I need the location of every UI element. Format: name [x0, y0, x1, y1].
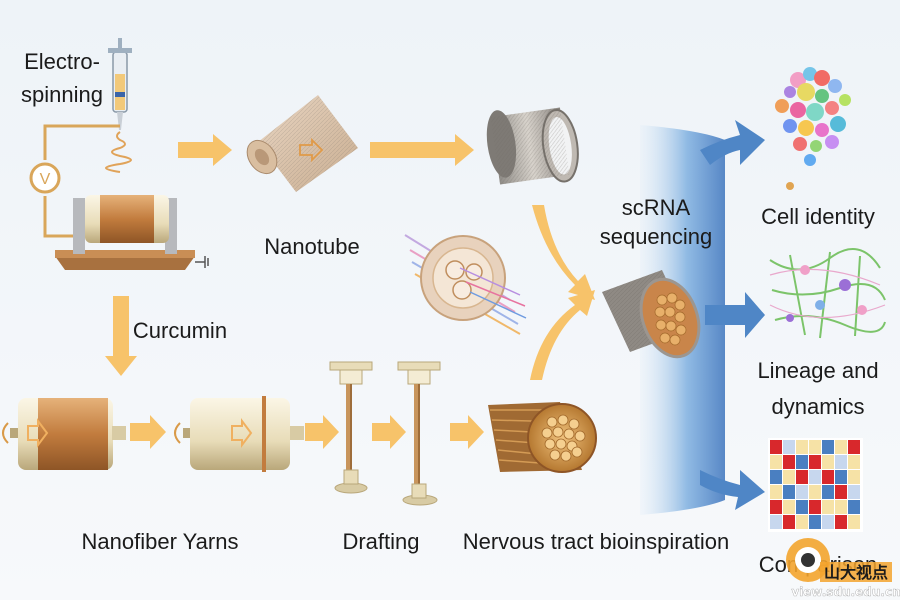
process-arrows [105, 134, 595, 449]
heatmap-cell [783, 455, 795, 469]
yarn-roller-2 [174, 396, 304, 472]
heatmap-cell [809, 485, 821, 499]
heatmap-cell [848, 455, 860, 469]
heatmap-cell [822, 455, 834, 469]
fiber-bundle [488, 402, 597, 473]
arrow-curve-bottom [530, 290, 595, 380]
heatmap-cell [822, 515, 834, 529]
heatmap-cell [822, 500, 834, 514]
label-nanotube: Nanotube [264, 234, 359, 259]
heatmap-cell [835, 500, 847, 514]
heatmap-cell [835, 485, 847, 499]
arrow-roller-1 [130, 415, 166, 449]
comparison-heatmap [768, 438, 863, 532]
heatmap-cell [796, 470, 808, 484]
heatmap-cell [796, 455, 808, 469]
label-electro: Electro- [24, 49, 100, 74]
heatmap-cell [822, 470, 834, 484]
heatmap-cell [809, 455, 821, 469]
heatmap-cell [783, 485, 795, 499]
watermark-cn: 山大视点 [824, 563, 888, 582]
hollow-nanotube [486, 107, 579, 185]
nerve-cross-section [404, 234, 527, 335]
yarn-roller-1 [2, 398, 126, 470]
heatmap-cell [809, 500, 821, 514]
heatmap-cell [783, 440, 795, 454]
heatmap-cell [770, 470, 782, 484]
label-cell-identity: Cell identity [761, 204, 875, 229]
arrow-down-curcumin [105, 296, 137, 376]
umap-plot [775, 67, 851, 190]
watermark-url: view.sdu.edu.cn [791, 585, 900, 599]
heatmap-cell [796, 515, 808, 529]
arrow-draft-1 [372, 415, 406, 449]
heatmap-cell [848, 485, 860, 499]
heatmap-cell [822, 485, 834, 499]
heatmap-cell [835, 440, 847, 454]
label-scrna: scRNA [622, 195, 691, 220]
label-spinning: spinning [21, 82, 103, 107]
svg-text:V: V [40, 171, 51, 188]
heatmap-cell [796, 485, 808, 499]
heatmap-cell [809, 440, 821, 454]
nanofiber-sheet [246, 95, 358, 192]
heatmap-cell [848, 515, 860, 529]
label-lineage: Lineage and [757, 358, 878, 383]
heatmap-cell [796, 440, 808, 454]
heatmap-cell [770, 485, 782, 499]
heatmap-cell [770, 500, 782, 514]
heatmap-cell [770, 515, 782, 529]
label-drafting: Drafting [342, 529, 419, 554]
arrow-to-nanotube-sheet [178, 134, 232, 166]
heatmap-cell [848, 500, 860, 514]
heatmap-cell [770, 455, 782, 469]
nerve-conduit [602, 270, 701, 359]
drafting-stand-2 [397, 361, 441, 506]
watermark-logo: 山大视点 view.sdu.edu.cn [786, 538, 900, 599]
label-nanofiber-yarns: Nanofiber Yarns [82, 529, 239, 554]
heatmap-cell [783, 470, 795, 484]
drafting-stand-1 [329, 361, 373, 494]
heatmap-cell [848, 470, 860, 484]
label-nervous-tract: Nervous tract bioinspiration [463, 529, 730, 554]
heatmap-cell [848, 440, 860, 454]
electrospinning-apparatus: V [29, 38, 209, 270]
label-curcumin: Curcumin [133, 318, 227, 343]
heatmap-cell [822, 440, 834, 454]
heatmap-cell [835, 515, 847, 529]
heatmap-cell [796, 500, 808, 514]
arrow-draft-2 [450, 415, 484, 449]
label-dynamics: dynamics [772, 394, 865, 419]
lineage-network [769, 248, 886, 339]
label-sequencing: sequencing [600, 224, 713, 249]
heatmap-cell [783, 500, 795, 514]
heatmap-cell [770, 440, 782, 454]
heatmap-cell [809, 470, 821, 484]
heatmap-cell [835, 470, 847, 484]
heatmap-cell [835, 455, 847, 469]
heatmap-cell [809, 515, 821, 529]
heatmap-cell [783, 515, 795, 529]
arrow-roller-2 [305, 415, 339, 449]
arrow-to-tube [370, 134, 474, 166]
arrow-curve-top [532, 205, 595, 300]
